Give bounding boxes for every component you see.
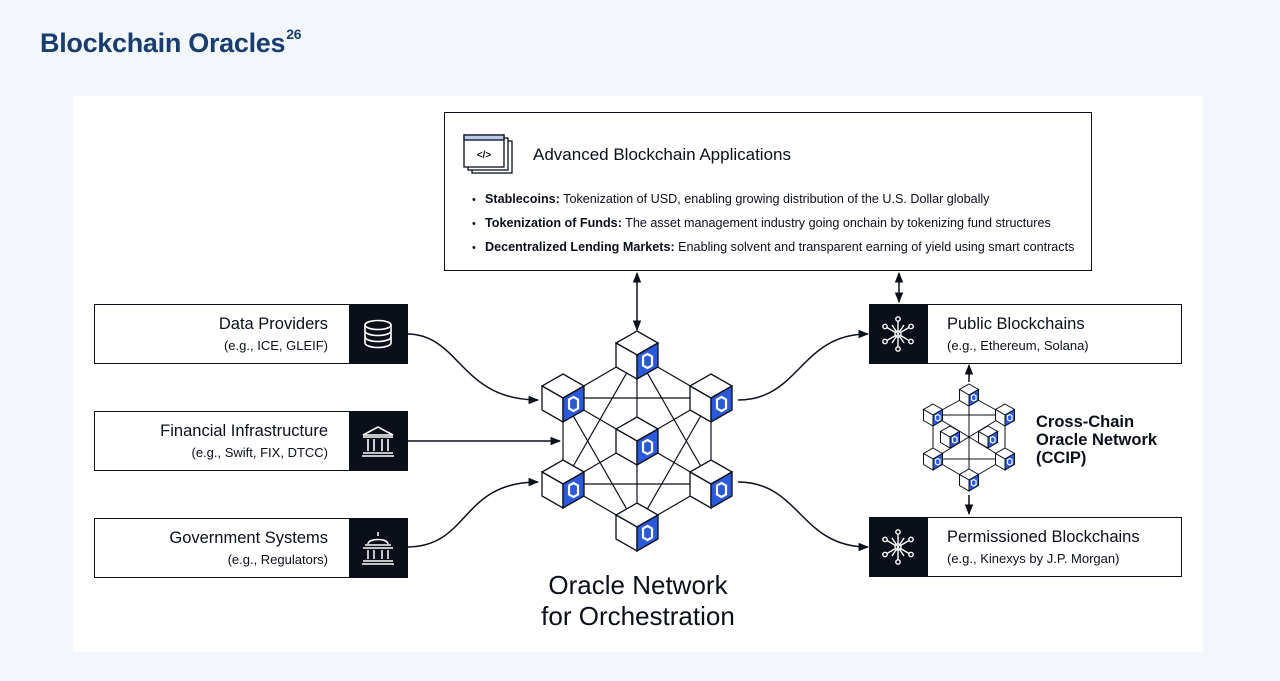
source-name: Data Providers (218, 315, 328, 333)
source-name: Government Systems (169, 529, 328, 547)
destination-public-blockchains: Public Blockchains (e.g., Ethereum, Sola… (868, 303, 1182, 364)
source-examples: (e.g., ICE, GLEIF) (223, 338, 328, 353)
source-name: Financial Infrastructure (160, 422, 328, 440)
source-examples: (e.g., Regulators) (227, 552, 328, 567)
list-item: Decentralized Lending Markets: Enabling … (472, 236, 1074, 260)
bank-icon (348, 410, 408, 471)
page-title: Blockchain Oracles26 (40, 26, 302, 58)
list-item: Stablecoins: Tokenization of USD, enabli… (472, 188, 1074, 212)
database-icon (348, 303, 408, 364)
oracle-node-cubes (540, 329, 734, 553)
source-government-systems: Government Systems (e.g., Regulators) (94, 517, 408, 578)
applications-list: Stablecoins: Tokenization of USD, enabli… (472, 188, 1074, 260)
code-window-icon: </> (463, 134, 513, 174)
destination-permissioned-blockchains: Permissioned Blockchains (e.g., Kinexys … (868, 516, 1182, 577)
network-node-icon (868, 516, 928, 577)
source-data-providers: Data Providers (e.g., ICE, GLEIF) (94, 303, 408, 364)
source-examples: (e.g., Swift, FIX, DTCC) (191, 445, 328, 460)
footnote-marker: 26 (286, 26, 302, 42)
list-item: Tokenization of Funds: The asset managem… (472, 212, 1074, 236)
ccip-label: Cross-Chain Oracle Network (CCIP) (1036, 413, 1158, 467)
government-building-icon (348, 517, 408, 578)
destination-examples: (e.g., Kinexys by J.P. Morgan) (947, 551, 1120, 566)
destination-name: Permissioned Blockchains (947, 528, 1140, 546)
destination-examples: (e.g., Ethereum, Solana) (947, 338, 1089, 353)
source-financial-infrastructure: Financial Infrastructure (e.g., Swift, F… (94, 410, 408, 471)
network-node-icon (868, 303, 928, 364)
svg-text:</>: </> (477, 150, 492, 161)
destination-name: Public Blockchains (947, 315, 1085, 333)
oracle-network-label: Oracle Network for Orchestration (541, 570, 735, 631)
applications-title: Advanced Blockchain Applications (533, 145, 791, 164)
